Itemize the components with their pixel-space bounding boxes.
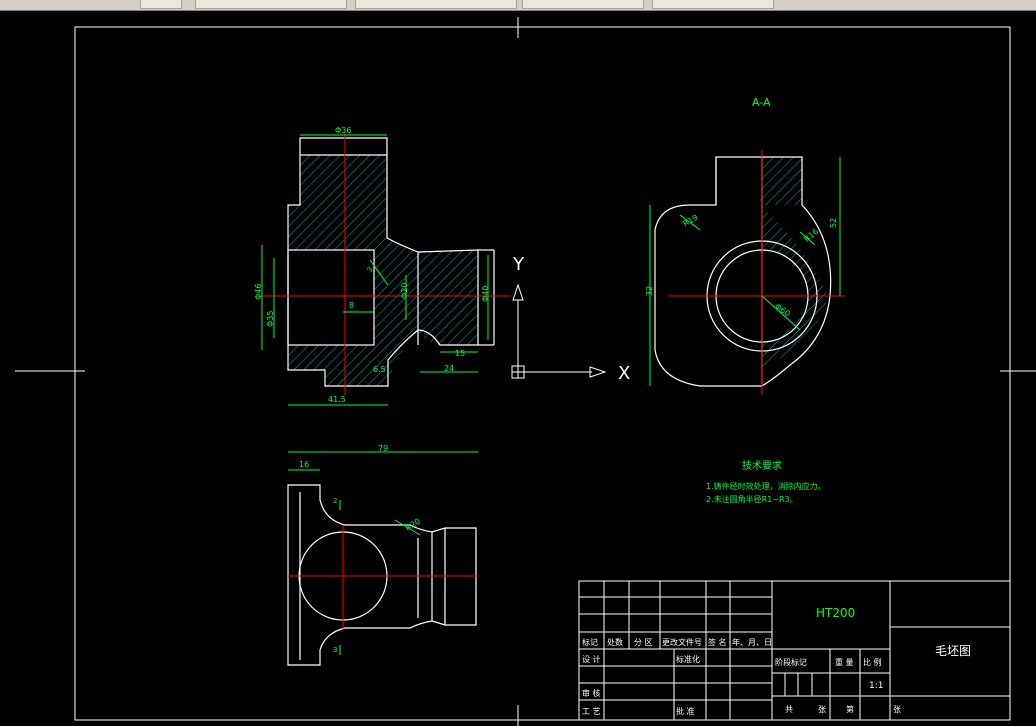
- technical-requirements: 技术要求 1.铸件经时效处理，消除内应力。 2.未注圆角半径R1~R3。: [706, 459, 826, 504]
- toolbar-dropdown[interactable]: [355, 0, 517, 9]
- tb-review: 审 核: [582, 688, 601, 698]
- tb-approve: 批 准: [676, 706, 695, 716]
- top-dimensions: [288, 451, 478, 655]
- sheet-frame: [15, 17, 1036, 726]
- tb-docno: 更改文件号: [662, 637, 702, 647]
- dim-32: 32: [645, 286, 654, 296]
- dim-r20: R20: [404, 517, 422, 533]
- material-label: HT200: [816, 606, 855, 620]
- dim-d20: Φ20: [400, 283, 409, 299]
- dim-d46: Φ46: [254, 284, 263, 300]
- tb-zone: 分 区: [634, 638, 653, 647]
- dim-d40: Φ40: [481, 286, 490, 302]
- front-dimensions: [261, 134, 489, 406]
- toolbar-dropdown[interactable]: [652, 0, 774, 9]
- toolbar-dropdown[interactable]: [522, 0, 644, 9]
- tb-sheets: 张: [818, 705, 826, 714]
- tech-note-1: 1.铸件经时效处理，消除内应力。: [706, 481, 826, 491]
- tb-count: 处数: [607, 637, 623, 647]
- toolbar-dropdown[interactable]: [195, 0, 347, 9]
- tech-title: 技术要求: [742, 459, 782, 472]
- axis-x-label: X: [618, 363, 630, 384]
- dim-d60: Φ60: [773, 302, 792, 319]
- tb-craft: 工 艺: [582, 707, 601, 716]
- part-name: 毛坯图: [935, 644, 971, 658]
- top-view[interactable]: 79 16 R20 2 3: [287, 444, 478, 666]
- dim-6-5: 6.5: [373, 365, 386, 374]
- dim-r-front: 3: [366, 266, 375, 274]
- dim-2: 2: [333, 497, 337, 505]
- dim-8: 8: [349, 301, 354, 310]
- tb-sheet2: 张: [893, 705, 901, 714]
- axis-y-label: Y: [512, 254, 525, 275]
- dim-79: 79: [378, 444, 388, 453]
- dim-d36: Φ36: [335, 126, 351, 135]
- dim-r19: R19: [682, 213, 700, 229]
- tb-weight: 重 量: [835, 657, 854, 667]
- tb-page: 第: [846, 704, 854, 714]
- dim-d35: Φ35: [266, 311, 275, 327]
- front-view[interactable]: Φ36 Φ46 Φ35 Φ40 Φ20 8 6.5 15 24 41.5 3: [254, 126, 510, 406]
- tb-ratio: 比 例: [863, 657, 882, 667]
- tech-note-2: 2.未注圆角半径R1~R3。: [706, 494, 798, 504]
- dim-41-5: 41.5: [328, 395, 346, 404]
- scale-value: 1:1: [869, 681, 883, 691]
- toolbar-button[interactable]: [140, 0, 182, 9]
- tb-stage: 阶段标记: [775, 657, 807, 667]
- tb-design: 设 计: [582, 654, 601, 664]
- dim-15: 15: [455, 349, 465, 358]
- dim-24: 24: [444, 364, 454, 373]
- dim-16: 16: [299, 460, 309, 469]
- tb-total: 共: [785, 705, 793, 714]
- dim-3: 3: [333, 646, 337, 654]
- tb-mark: 标记: [582, 637, 598, 647]
- ucs-axis-icon: [511, 283, 607, 379]
- window-toolbar-strip: [0, 0, 1036, 11]
- tb-date: 年、月、日: [732, 637, 772, 647]
- section-view[interactable]: A-A R19 R16 32 52 Φ60: [645, 96, 845, 395]
- section-dimensions: [649, 157, 841, 386]
- dim-52: 52: [829, 218, 838, 228]
- section-label: A-A: [752, 96, 771, 109]
- tb-sign: 签 名: [708, 637, 727, 647]
- tb-standard: 标准化: [676, 654, 700, 664]
- title-block: HT200 毛坯图 1:1 标记 处数 分 区 更改文件号 签 名 年、月、日 …: [578, 580, 1011, 721]
- drawing-canvas[interactable]: Φ36 Φ46 Φ35 Φ40 Φ20 8 6.5 15 24 41.5 3 Y…: [0, 10, 1036, 726]
